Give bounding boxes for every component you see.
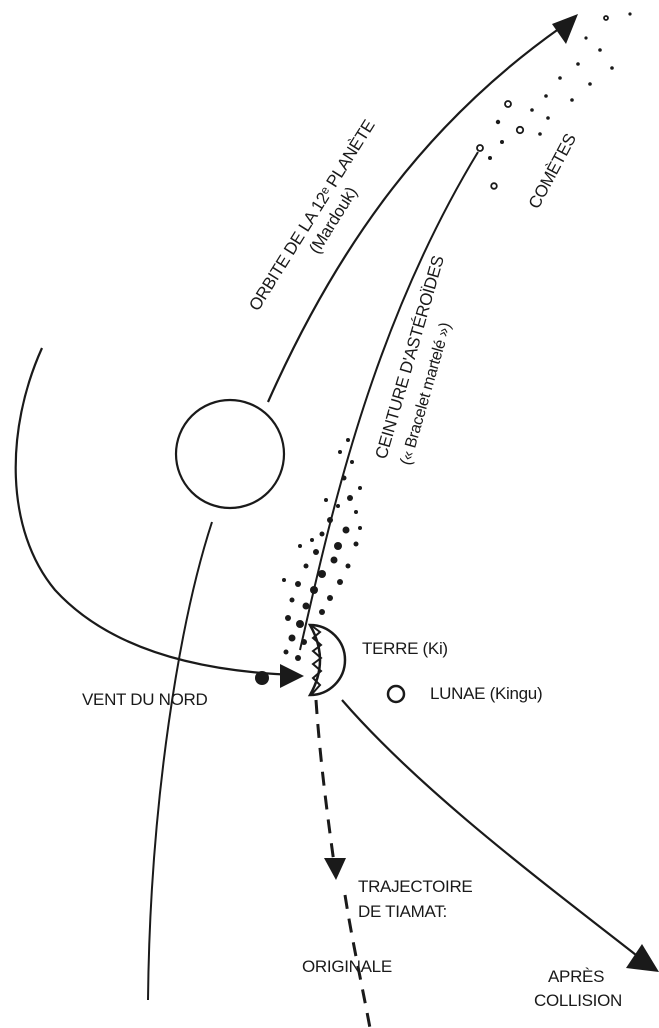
debris-dot bbox=[347, 495, 353, 501]
comet-dot bbox=[477, 145, 483, 151]
debris-dot bbox=[358, 486, 362, 490]
debris-dot bbox=[350, 460, 354, 464]
after-label-line1: APRÈS bbox=[548, 967, 604, 986]
orbit-label-line1: ORBITE DE LA 12ᵉ PLANÈTE bbox=[245, 117, 378, 315]
after-label-line2: COLLISION bbox=[534, 991, 622, 1010]
debris-dot bbox=[313, 549, 319, 555]
debris-dot bbox=[318, 570, 326, 578]
comet-dot bbox=[588, 82, 592, 86]
debris-dot bbox=[354, 510, 358, 514]
north-wind-dot bbox=[255, 671, 269, 685]
north-wind-arc bbox=[16, 348, 298, 675]
debris-dot bbox=[320, 532, 325, 537]
comet-dot bbox=[610, 66, 614, 70]
comet-dot bbox=[544, 94, 548, 98]
comet-dot bbox=[584, 36, 587, 39]
original-label: ORIGINALE bbox=[302, 957, 392, 976]
debris-dot bbox=[310, 586, 318, 594]
debris-dot bbox=[327, 595, 333, 601]
trajectory-label-line2: DE TIAMAT: bbox=[358, 902, 447, 921]
trajectory-label-line1: TRAJECTOIRE bbox=[358, 877, 472, 896]
north-wind-arrowhead bbox=[280, 664, 304, 688]
after-collision-arrowhead bbox=[626, 944, 659, 972]
debris-dot bbox=[304, 564, 309, 569]
comets-label: COMÈTES bbox=[525, 131, 580, 212]
debris-dot bbox=[324, 498, 328, 502]
debris-dot bbox=[290, 598, 295, 603]
debris-dot bbox=[289, 635, 296, 642]
debris-dot bbox=[285, 615, 291, 621]
debris-dot bbox=[284, 650, 289, 655]
debris-dot bbox=[358, 526, 362, 530]
debris-dot bbox=[303, 603, 310, 610]
twelfth-planet-circle bbox=[176, 400, 284, 508]
comet-dot bbox=[491, 183, 497, 189]
comet-dot bbox=[538, 132, 542, 136]
comet-dot bbox=[500, 140, 504, 144]
comet-dot bbox=[496, 120, 500, 124]
debris-dot bbox=[295, 655, 301, 661]
north-wind-label: VENT DU NORD bbox=[82, 690, 208, 709]
comet-dot bbox=[570, 98, 574, 102]
debris-dot bbox=[319, 609, 325, 615]
debris-dot bbox=[310, 538, 314, 542]
moon-circle bbox=[388, 686, 404, 702]
debris-dot bbox=[338, 450, 342, 454]
comet-dot bbox=[628, 12, 631, 15]
moon-label: LUNAE (Kingu) bbox=[430, 684, 542, 703]
debris-dot bbox=[354, 542, 359, 547]
comet-dot bbox=[604, 16, 608, 20]
debris-dot bbox=[298, 544, 302, 548]
debris-dot bbox=[346, 564, 351, 569]
debris-dot bbox=[343, 527, 350, 534]
debris-dot bbox=[295, 581, 301, 587]
comet-dot bbox=[505, 101, 511, 107]
comet-dot bbox=[546, 116, 550, 120]
debris-dot bbox=[337, 579, 343, 585]
comet-dot bbox=[530, 108, 534, 112]
debris-dot bbox=[296, 620, 304, 628]
orbit-arrowhead bbox=[552, 14, 578, 44]
debris-dot bbox=[327, 517, 333, 523]
outer-orbit-line bbox=[148, 522, 212, 1000]
comet-dot bbox=[598, 48, 602, 52]
earth-label: TERRE (Ki) bbox=[362, 639, 448, 658]
debris-dot bbox=[301, 639, 307, 645]
original-trajectory-dashed bbox=[316, 700, 335, 870]
debris-dot bbox=[336, 504, 340, 508]
original-trajectory-arrowhead bbox=[324, 858, 346, 880]
debris-dot bbox=[334, 542, 342, 550]
comet-dot bbox=[576, 62, 580, 66]
debris-dot bbox=[346, 438, 350, 442]
debris-dot bbox=[342, 476, 347, 481]
comet-dot bbox=[488, 156, 492, 160]
debris-dot bbox=[331, 557, 338, 564]
comet-dot bbox=[517, 127, 523, 133]
comet-dot bbox=[558, 76, 562, 80]
debris-dot bbox=[282, 578, 286, 582]
